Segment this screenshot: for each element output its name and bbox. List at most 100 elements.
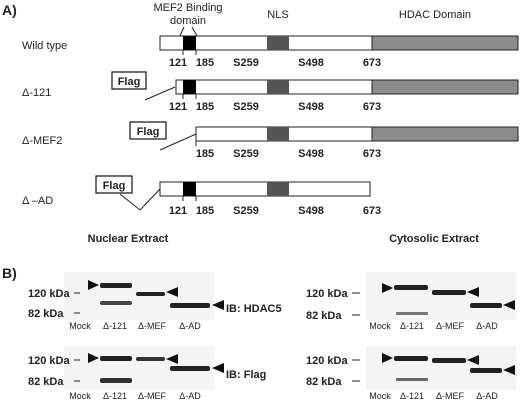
lane-label: Δ-MEF [436, 391, 465, 401]
size-marker: 82 kDa [306, 376, 342, 388]
band [470, 368, 502, 373]
flag-linker [159, 133, 197, 151]
arrowhead [467, 355, 479, 365]
tick-label: 673 [363, 205, 381, 217]
mef2-domain [183, 36, 196, 50]
tick-label: 121 [169, 57, 187, 69]
size-marker: 82 kDa [306, 310, 342, 322]
mef2-domain [183, 80, 196, 94]
band [100, 378, 132, 383]
lane-label: Mock [69, 321, 91, 331]
band [396, 378, 428, 381]
lane-label: Δ-MEF [436, 321, 465, 331]
flag-linker [119, 188, 161, 211]
construct-delta-ad: Δ –AD Flag 121 185 S259 S498 673 [22, 175, 381, 217]
flag-tag [111, 71, 147, 90]
tick-label: S259 [233, 57, 259, 69]
lane-label: Mock [369, 391, 391, 401]
tick-label: 673 [363, 57, 381, 69]
nls-header: NLS [267, 9, 288, 21]
tick-label: 673 [363, 148, 381, 160]
band [100, 283, 132, 288]
flag-tag [129, 121, 167, 140]
lane-label: Δ-MEF [138, 321, 167, 331]
tick-label: S498 [298, 57, 324, 69]
lane-label: Mock [69, 391, 91, 401]
lane-label: Δ-121 [400, 391, 424, 401]
band [170, 366, 210, 371]
tick-label: 185 [196, 148, 214, 160]
nls-domain [267, 182, 289, 196]
arrowhead [467, 287, 479, 297]
band [432, 290, 466, 295]
size-marker: 120 kDa [28, 288, 70, 300]
tick-label: 185 [196, 205, 214, 217]
arrowhead [166, 287, 178, 297]
lane-label: Δ-121 [103, 391, 127, 401]
construct-label: Δ –AD [22, 195, 53, 207]
band [394, 285, 428, 290]
band [136, 292, 165, 296]
band [396, 312, 428, 315]
construct-label: Wild type [22, 40, 67, 52]
nuclear-blot-hdac5: 120 kDa 82 kDa Mock Δ-121 Δ-MEF Δ-AD IB:… [28, 272, 282, 331]
band [170, 303, 210, 308]
band [394, 356, 428, 361]
mef2-pointer-right [191, 26, 198, 37]
mef2-domain [183, 182, 196, 196]
lane-label: Mock [369, 321, 391, 331]
tick-label: 185 [196, 101, 214, 113]
arrowhead [88, 280, 99, 290]
mef2-header-line2: domain [170, 15, 206, 27]
mef2-header-line1: MEF2 Binding [153, 2, 222, 14]
lane-label: Δ-121 [400, 321, 424, 331]
cytosolic-blot-flag: 120 kDa 82 kDa Mock Δ-121 Δ-MEF Δ-AD [306, 346, 516, 401]
construct-delta-121: Δ-121 Flag 121 185 S259 S498 673 [22, 71, 519, 113]
cytosolic-blot-hdac5: 120 kDa 82 kDa Mock Δ-121 Δ-MEF Δ-AD [306, 272, 516, 331]
lane-label: Δ-AD [476, 321, 498, 331]
nls-domain [267, 36, 289, 50]
tick-label: 673 [363, 101, 381, 113]
band [100, 356, 132, 361]
flag-label: Flag [103, 180, 126, 192]
tick-label: 121 [169, 205, 187, 217]
arrowhead [382, 353, 393, 363]
flag-label: Flag [137, 126, 160, 138]
nuclear-blot-flag: 120 kDa 82 kDa Mock Δ-121 Δ-MEF Δ-AD IB:… [28, 346, 266, 401]
tick-label: S259 [233, 148, 259, 160]
tick-label: 121 [169, 101, 187, 113]
arrowhead [382, 283, 393, 293]
band [100, 301, 132, 305]
lane-label: Δ-AD [476, 391, 498, 401]
arrowhead [503, 300, 515, 310]
ib-label: IB: Flag [226, 369, 266, 381]
tick-label: 185 [196, 57, 214, 69]
construct-label: Δ-121 [22, 87, 51, 99]
arrowhead [212, 363, 224, 373]
flag-tag [95, 175, 133, 194]
lane-label: Δ-AD [179, 321, 201, 331]
band [136, 357, 165, 361]
lane-label: Δ-MEF [138, 391, 167, 401]
flag-label: Flag [118, 76, 141, 88]
size-marker: 120 kDa [28, 355, 70, 367]
hdac-domain [371, 79, 519, 95]
arrowhead [166, 354, 178, 364]
panel-a-label: A) [2, 2, 17, 18]
protein-body [159, 181, 371, 197]
tick-label: S259 [233, 205, 259, 217]
lane-label: Δ-AD [179, 391, 201, 401]
construct-wild-type: Wild type 121 185 S259 S498 673 [22, 35, 519, 69]
band [470, 303, 502, 308]
mef2-pointer-left [179, 26, 185, 37]
flag-linker [144, 86, 176, 101]
hdac-header: HDAC Domain [399, 9, 471, 21]
tick-label: S498 [298, 205, 324, 217]
size-marker: 82 kDa [28, 308, 64, 320]
ib-label: IB: HDAC5 [226, 303, 282, 315]
arrowhead [503, 365, 515, 375]
construct-delta-mef2: Δ-MEF2 Flag 185 S259 S498 673 [22, 121, 519, 160]
size-marker: 120 kDa [306, 355, 348, 367]
nls-domain [267, 80, 289, 94]
